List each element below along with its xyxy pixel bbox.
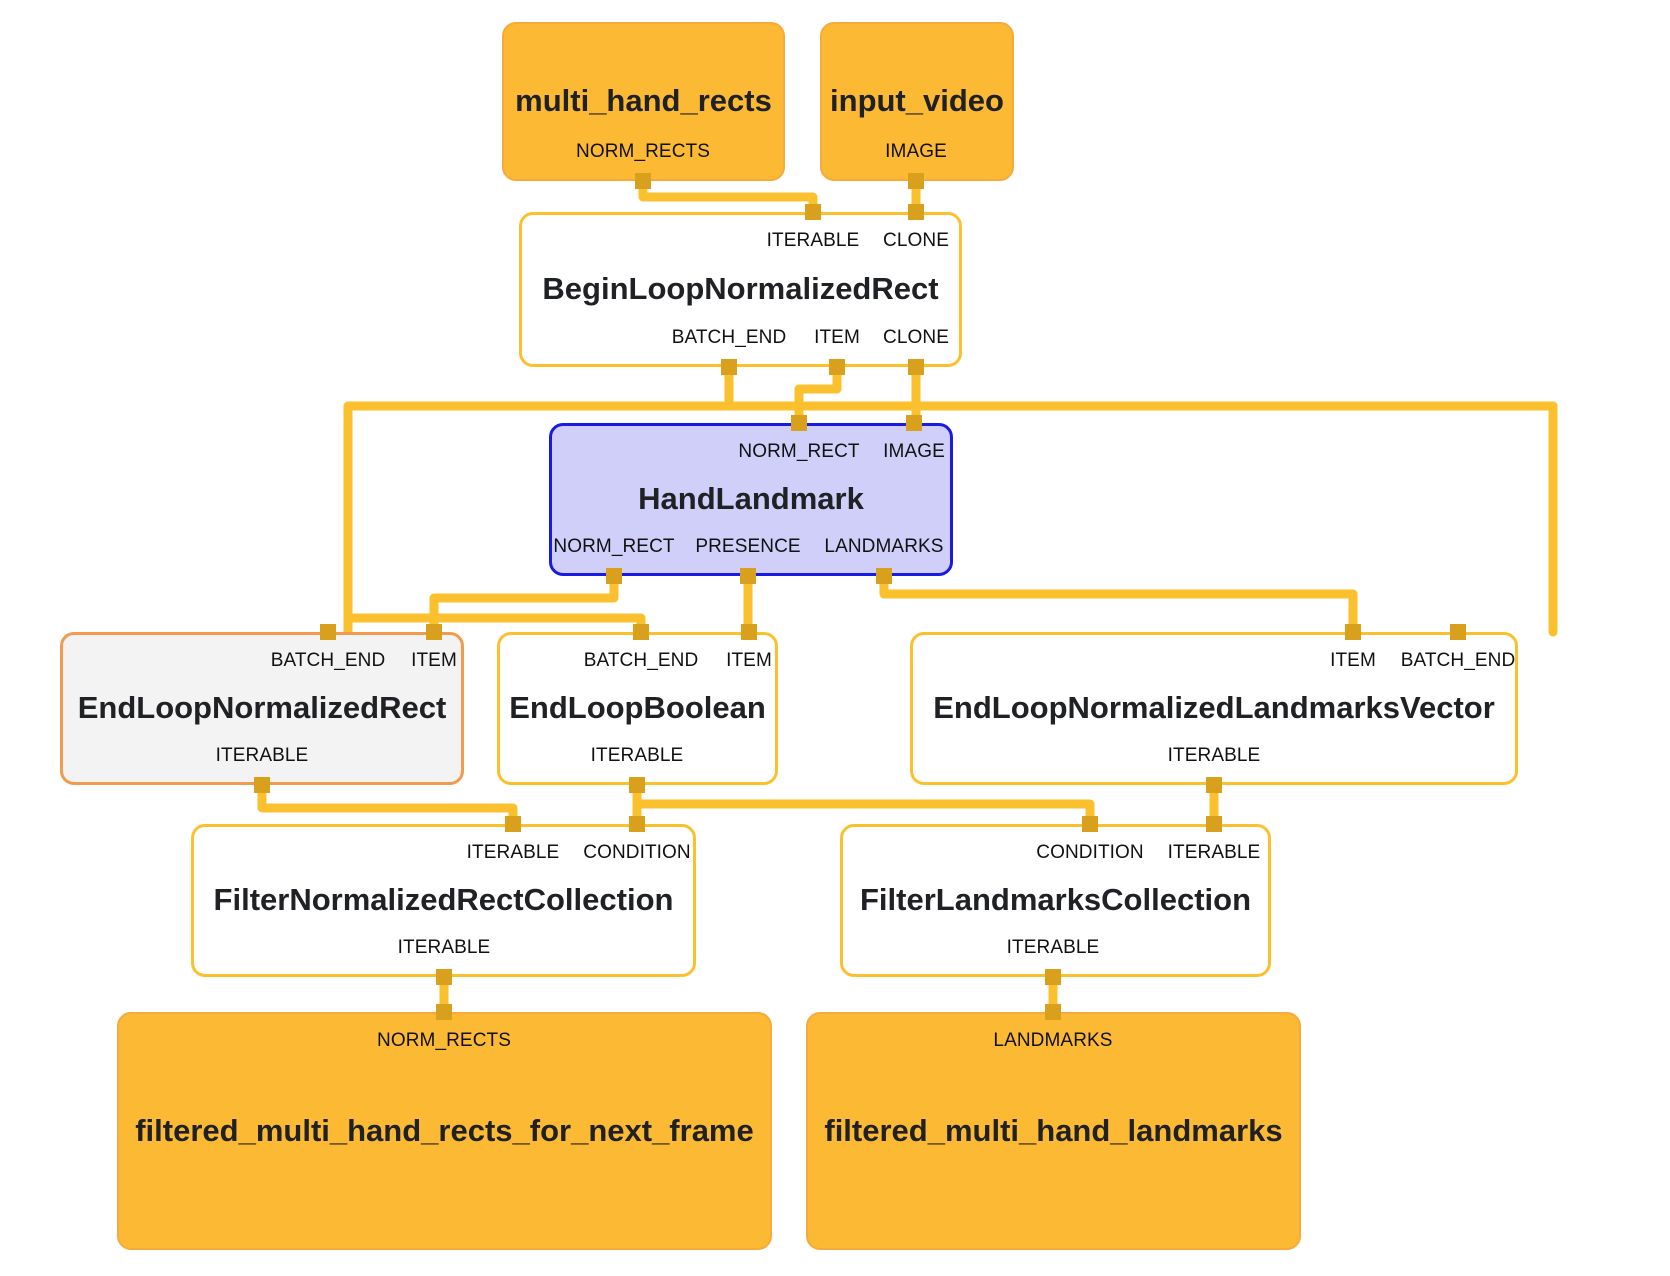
port-label-in-batch_end: BATCH_END xyxy=(270,650,386,671)
port-out-iterable[interactable] xyxy=(629,777,645,793)
port-label-out-landmarks: LANDMARKS xyxy=(824,536,944,557)
node-FilterLandmarksCollection[interactable]: FilterLandmarksCollection xyxy=(840,824,1271,977)
port-out-item[interactable] xyxy=(829,359,845,375)
node-title: input_video xyxy=(830,83,1004,119)
port-label-in-clone: CLONE xyxy=(883,230,949,251)
node-title: HandLandmark xyxy=(638,481,864,517)
port-label-in-iterable: ITERABLE xyxy=(1167,842,1261,863)
node-EndLoopNormalizedRect[interactable]: EndLoopNormalizedRect xyxy=(60,632,464,785)
port-out-image[interactable] xyxy=(908,173,924,189)
port-label-in-condition: CONDITION xyxy=(1036,842,1144,863)
port-in-landmarks[interactable] xyxy=(1045,1004,1061,1020)
port-out-norm_rects[interactable] xyxy=(635,173,651,189)
port-out-landmarks[interactable] xyxy=(876,568,892,584)
node-title: EndLoopNormalizedLandmarksVector xyxy=(933,690,1495,726)
port-in-item[interactable] xyxy=(426,624,442,640)
port-label-out-iterable: ITERABLE xyxy=(1167,745,1261,766)
node-BeginLoopNormalizedRect[interactable]: BeginLoopNormalizedRect xyxy=(519,212,962,367)
edge xyxy=(638,176,818,217)
port-in-iterable[interactable] xyxy=(805,204,821,220)
port-in-norm_rects[interactable] xyxy=(436,1004,452,1020)
port-in-clone[interactable] xyxy=(908,204,924,220)
port-label-out-iterable: ITERABLE xyxy=(590,745,684,766)
port-in-image[interactable] xyxy=(906,415,922,431)
port-label-in-batch_end: BATCH_END xyxy=(1400,650,1516,671)
port-label-out-presence: PRESENCE xyxy=(695,536,801,557)
port-label-in-image: IMAGE xyxy=(883,441,945,462)
port-label-out-item: ITEM xyxy=(814,327,860,348)
node-title: filtered_multi_hand_landmarks xyxy=(824,1112,1283,1148)
port-label-out-iterable: ITERABLE xyxy=(397,937,491,958)
port-out-iterable[interactable] xyxy=(1206,777,1222,793)
port-label-out-iterable: ITERABLE xyxy=(1006,937,1100,958)
node-title: filtered_multi_hand_rects_for_next_frame xyxy=(135,1112,754,1148)
node-EndLoopBoolean[interactable]: EndLoopBoolean xyxy=(497,632,778,785)
port-label-out-batch_end: BATCH_END xyxy=(671,327,787,348)
port-in-condition[interactable] xyxy=(1082,816,1098,832)
port-label-out-clone: CLONE xyxy=(883,327,949,348)
node-filtered_multi_hand_landmarks[interactable]: filtered_multi_hand_landmarks xyxy=(806,1012,1301,1250)
port-in-iterable[interactable] xyxy=(505,816,521,832)
port-in-batch_end[interactable] xyxy=(1450,624,1466,640)
node-multi_hand_rects[interactable]: multi_hand_rects xyxy=(502,22,785,181)
port-in-batch_end[interactable] xyxy=(320,624,336,640)
node-title: FilterNormalizedRectCollection xyxy=(213,882,674,918)
node-title: multi_hand_rects xyxy=(515,83,772,119)
port-label-in-norm_rects: NORM_RECTS xyxy=(376,1030,512,1051)
node-input_video[interactable]: input_video xyxy=(820,22,1014,181)
edge xyxy=(257,780,518,829)
port-in-batch_end[interactable] xyxy=(633,624,649,640)
port-label-in-landmarks: LANDMARKS xyxy=(993,1030,1113,1051)
port-out-batch_end[interactable] xyxy=(721,359,737,375)
edge xyxy=(343,613,646,637)
edge xyxy=(429,571,619,637)
node-title: EndLoopNormalizedRect xyxy=(77,690,447,726)
port-label-in-item: ITEM xyxy=(726,650,772,671)
port-label-in-norm_rect: NORM_RECT xyxy=(738,441,860,462)
port-in-iterable[interactable] xyxy=(1206,816,1222,832)
port-label-in-iterable: ITERABLE xyxy=(466,842,560,863)
port-in-item[interactable] xyxy=(1345,624,1361,640)
node-title: BeginLoopNormalizedRect xyxy=(542,271,939,307)
port-label-in-condition: CONDITION xyxy=(583,842,691,863)
node-FilterNormalizedRectCollection[interactable]: FilterNormalizedRectCollection xyxy=(191,824,696,977)
port-label-in-item: ITEM xyxy=(411,650,457,671)
port-label-out-image: IMAGE xyxy=(885,141,947,162)
edge xyxy=(879,571,1358,637)
node-title: FilterLandmarksCollection xyxy=(859,882,1252,918)
port-in-norm_rect[interactable] xyxy=(791,415,807,431)
port-label-out-norm_rects: NORM_RECTS xyxy=(575,141,711,162)
port-out-presence[interactable] xyxy=(740,568,756,584)
edge xyxy=(632,799,1095,829)
port-in-item[interactable] xyxy=(741,624,757,640)
port-out-norm_rect[interactable] xyxy=(606,568,622,584)
port-out-clone[interactable] xyxy=(908,359,924,375)
node-filtered_multi_hand_rects_for_next_frame[interactable]: filtered_multi_hand_rects_for_next_frame xyxy=(117,1012,772,1250)
port-label-in-iterable: ITERABLE xyxy=(766,230,860,251)
port-out-iterable[interactable] xyxy=(436,969,452,985)
node-title: EndLoopBoolean xyxy=(509,690,766,726)
port-out-iterable[interactable] xyxy=(1045,969,1061,985)
port-label-in-item: ITEM xyxy=(1330,650,1376,671)
port-label-in-batch_end: BATCH_END xyxy=(583,650,699,671)
port-out-iterable[interactable] xyxy=(254,777,270,793)
port-label-out-norm_rect: NORM_RECT xyxy=(553,536,675,557)
port-label-out-iterable: ITERABLE xyxy=(215,745,309,766)
port-in-condition[interactable] xyxy=(629,816,645,832)
